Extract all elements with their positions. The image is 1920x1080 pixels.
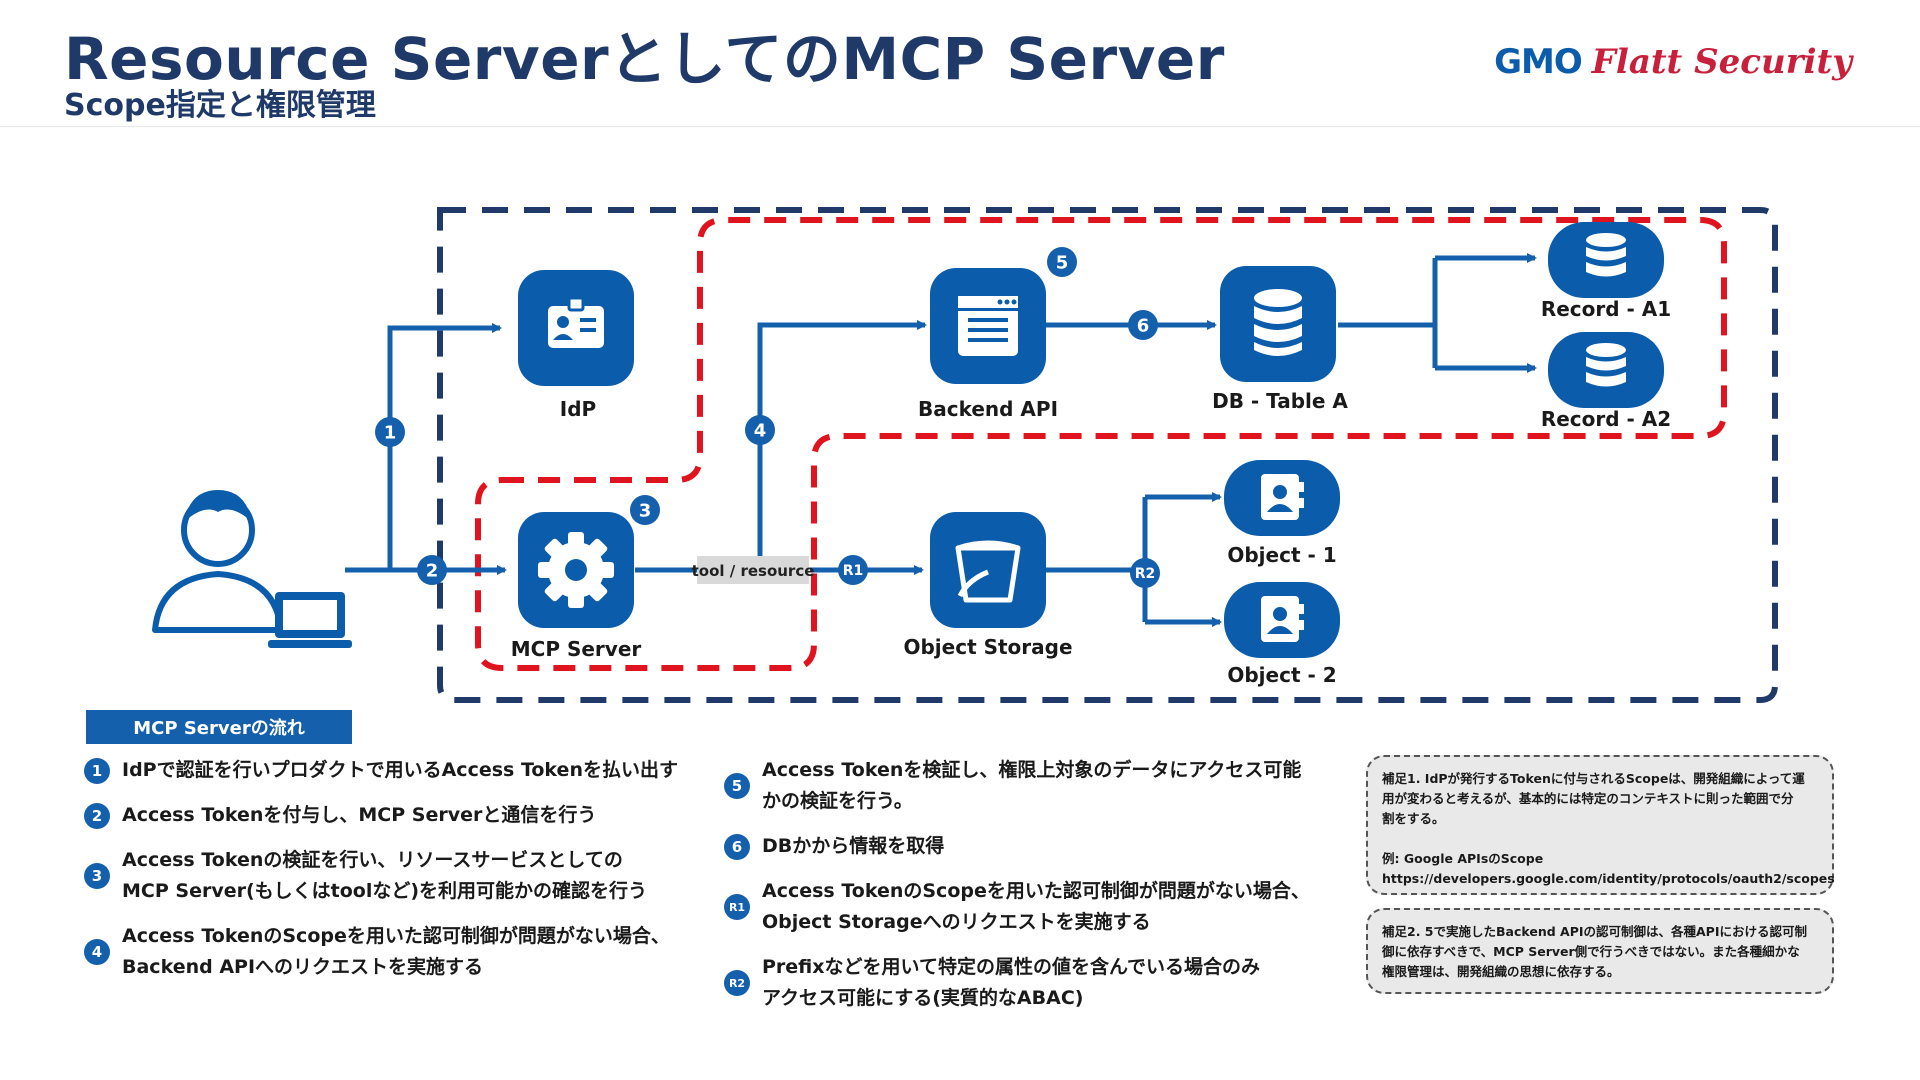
page-subtitle: Scope指定と権限管理 <box>64 88 376 123</box>
flow-step-r2: R2 Prefixなどを用いて特定の属性の値を含んでいる場合のみ アクセス可能に… <box>724 952 1344 1014</box>
browser-window-icon <box>958 296 1018 356</box>
badge-r1: R1 <box>843 563 864 579</box>
note-2: 補足2. 5で実施したBackend APIの認可制御は、各種APIにおける認可… <box>1366 908 1834 994</box>
step-badge: 6 <box>724 833 750 860</box>
flow-step-6: 6 DBかから情報を取得 <box>724 831 1344 862</box>
step-text: IdPで認証を行いプロダクトで用いるAccess Tokenを払い出す <box>122 759 678 781</box>
database-icon <box>1586 343 1626 387</box>
badge-3: 3 <box>639 501 652 522</box>
badge-4: 4 <box>754 421 767 442</box>
step-text: Prefixなどを用いて特定の属性の値を含んでいる場合のみ アクセス可能にする(… <box>762 956 1261 1009</box>
flow-step-1: 1 IdPで認証を行いプロダクトで用いるAccess Tokenを払い出す <box>84 755 724 786</box>
step-badge: 4 <box>84 939 110 965</box>
step-text: Access Tokenの検証を行い、リソースサービスとしての MCP Serv… <box>122 849 648 902</box>
database-icon <box>1254 289 1302 356</box>
object-1-label: Object - 1 <box>1227 543 1336 567</box>
bucket-icon <box>955 540 1021 603</box>
flow-heading: MCP Serverの流れ <box>86 710 352 744</box>
mcp-server-node <box>518 512 634 628</box>
backend-api-node <box>930 268 1046 384</box>
flow-step-3: 3 Access Tokenの検証を行い、リソースサービスとしての MCP Se… <box>84 845 724 907</box>
flow-step-5: 5 Access Tokenを検証し、権限上対象のデータにアクセス可能 かの検証… <box>724 755 1344 817</box>
record-a2-node <box>1548 332 1664 408</box>
page-title: Resource ServerとしてのMCP Server <box>64 25 1225 93</box>
connectors <box>345 253 1537 627</box>
step-badge: R2 <box>724 970 750 996</box>
database-icon <box>1586 233 1626 277</box>
idp-label: IdP <box>560 397 596 421</box>
object-1-node <box>1224 460 1340 536</box>
outer-boundary <box>437 207 1778 703</box>
flow-step-r1: R1 Access TokenのScopeを用いた認可制御が問題がない場合、 O… <box>724 876 1344 938</box>
object-2-label: Object - 2 <box>1227 663 1336 687</box>
step-badges: 1 2 3 4 5 6 R1 R2 <box>375 247 1160 588</box>
flow-steps-right: 5 Access Tokenを検証し、権限上対象のデータにアクセス可能 かの検証… <box>724 755 1344 1028</box>
badge-2: 2 <box>426 561 439 582</box>
db-node <box>1220 266 1336 382</box>
object-storage-label: Object Storage <box>903 635 1072 659</box>
step-badge: 1 <box>84 757 110 784</box>
step-badge: R1 <box>724 894 750 920</box>
note-1: 補足1. IdPが発行するTokenに付与されるScopeは、開発組織によって運… <box>1366 755 1835 895</box>
tool-resource-tag <box>697 556 809 584</box>
flow-step-2: 2 Access Tokenを付与し、MCP Serverと通信を行う <box>84 800 724 831</box>
header-divider <box>0 126 1920 127</box>
idp-node <box>518 270 634 386</box>
tool-resource-label: tool / resource <box>692 562 815 580</box>
user-with-laptop-icon <box>152 490 352 648</box>
backend-api-label: Backend API <box>918 397 1058 421</box>
step-badge: 5 <box>724 773 750 799</box>
badge-r2: R2 <box>1135 566 1156 582</box>
step-badge: 3 <box>84 863 110 889</box>
step-text: Access Tokenを検証し、権限上対象のデータにアクセス可能 かの検証を行… <box>762 759 1302 812</box>
logo-gmo-text: GMO <box>1494 42 1583 82</box>
db-label: DB - Table A <box>1212 389 1348 413</box>
id-card-icon <box>548 296 604 348</box>
badge-1: 1 <box>384 423 397 444</box>
mcp-server-label: MCP Server <box>511 637 642 661</box>
record-a1-node <box>1548 222 1664 298</box>
step-badge: 2 <box>84 802 110 829</box>
logo-flatt-text: Flatt Security <box>1591 42 1852 82</box>
record-a1-label: Record - A1 <box>1541 297 1671 321</box>
step-text: DBかから情報を取得 <box>762 835 945 857</box>
gear-icon <box>538 532 614 608</box>
badge-5: 5 <box>1056 253 1069 274</box>
contact-card-icon <box>1261 596 1304 642</box>
mcp-scope-boundary <box>475 217 1727 671</box>
step-text: Access TokenのScopeを用いた認可制御が問題がない場合、 Back… <box>122 925 670 978</box>
contact-card-icon <box>1261 474 1304 520</box>
flow-step-4: 4 Access TokenのScopeを用いた認可制御が問題がない場合、 Ba… <box>84 921 724 983</box>
step-text: Access Tokenを付与し、MCP Serverと通信を行う <box>122 804 597 826</box>
object-storage-node <box>930 512 1046 628</box>
record-a2-label: Record - A2 <box>1541 407 1671 431</box>
badge-6: 6 <box>1137 316 1150 337</box>
architecture-diagram: IdP MCP Server tool / resource <box>152 207 1778 703</box>
step-text: Access TokenのScopeを用いた認可制御が問題がない場合、 Obje… <box>762 880 1310 933</box>
object-2-node <box>1224 582 1340 658</box>
flow-steps-left: 1 IdPで認証を行いプロダクトで用いるAccess Tokenを払い出す 2 … <box>84 755 724 997</box>
